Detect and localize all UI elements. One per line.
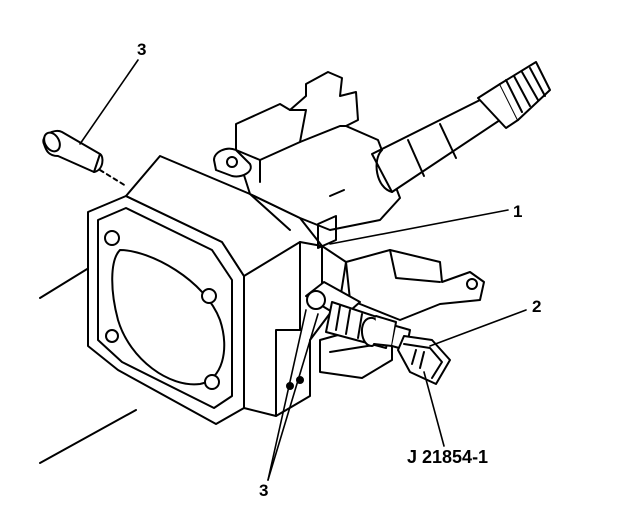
- leader-lines: [79, 59, 527, 481]
- switch-bracket: [319, 249, 485, 379]
- leader-1: [329, 209, 509, 245]
- upper-shaft: [371, 61, 551, 193]
- callout-2: 2: [532, 297, 542, 316]
- lock-housing: [213, 71, 401, 249]
- mounting-flange: [87, 195, 245, 425]
- install-dash-line: [99, 169, 127, 187]
- leader-bottom-3b: [267, 313, 319, 481]
- leader-bottom-3a: [267, 309, 307, 481]
- callout-3-bottom: 3: [259, 481, 269, 500]
- leader-2: [429, 309, 527, 347]
- tool-j21854: [397, 335, 451, 385]
- callout-3-top: 3: [137, 40, 147, 59]
- callout-tool-number: J 21854-1: [407, 447, 489, 467]
- leader-top-3: [79, 59, 139, 145]
- bolt-assembly: [305, 281, 411, 351]
- pin-part: [42, 130, 104, 173]
- callout-1: 1: [513, 202, 523, 221]
- leader-tool: [423, 371, 445, 447]
